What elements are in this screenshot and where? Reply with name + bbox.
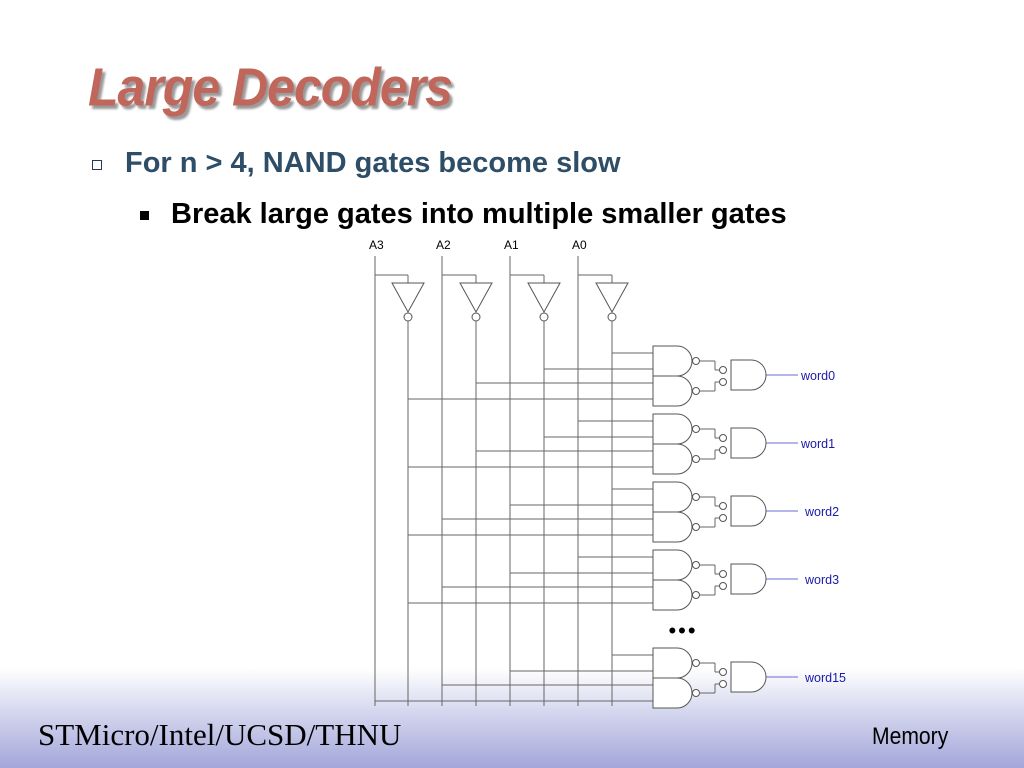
hollow-square-bullet-icon <box>92 160 102 170</box>
and-input-bubble <box>719 366 727 374</box>
inverter-gate <box>527 282 561 314</box>
nand-bubble <box>692 591 700 599</box>
word-output-label: word1 <box>800 437 835 451</box>
and-input-bubble <box>719 502 727 510</box>
inverter-gate <box>459 282 493 314</box>
word-output-label: word2 <box>804 505 839 519</box>
inverter-bubble <box>607 312 617 322</box>
decoder-labels: A3 A2 A1 A0 word0 word1 word2 word3 word15 ••• <box>369 238 846 685</box>
bullet-level1-text: For n > 4, NAND gates become slow <box>125 146 621 179</box>
and-input-bubble <box>719 680 727 688</box>
and-gate <box>730 563 767 595</box>
inverter-gate <box>595 282 629 314</box>
word-output-label: word3 <box>804 573 839 587</box>
nand-gate <box>652 345 693 377</box>
input-label-a0: A0 <box>572 238 587 252</box>
and-gate <box>730 359 767 391</box>
nand-bubble <box>692 561 700 569</box>
decoder-gates <box>391 282 767 709</box>
nand-gate <box>652 511 693 543</box>
nand-gate <box>652 443 693 475</box>
word-output-label: word0 <box>800 369 835 383</box>
bullet-level2-text: Break large gates into multiple smaller … <box>171 197 787 230</box>
bullet-level1: For n > 4, NAND gates become slow <box>92 146 621 180</box>
nand-bubble <box>692 455 700 463</box>
nand-gate <box>652 549 693 581</box>
inverter-bubble <box>539 312 549 322</box>
nand-gate <box>652 579 693 611</box>
nand-gate <box>652 647 693 679</box>
and-input-bubble <box>719 582 727 590</box>
nand-bubble <box>692 493 700 501</box>
nand-bubble <box>692 425 700 433</box>
filled-square-bullet-icon <box>140 210 149 220</box>
nand-bubble <box>692 659 700 667</box>
nand-bubble <box>692 689 700 697</box>
input-label-a1: A1 <box>504 238 519 252</box>
and-gate <box>730 661 767 693</box>
nand-bubble <box>692 387 700 395</box>
and-input-bubble <box>719 514 727 522</box>
input-label-a2: A2 <box>436 238 451 252</box>
bullet-level2: Break large gates into multiple smaller … <box>140 197 787 231</box>
and-input-bubble <box>719 378 727 386</box>
and-input-bubble <box>719 570 727 578</box>
inverter-gate <box>391 282 425 314</box>
and-input-bubble <box>719 434 727 442</box>
decoder-wires <box>374 256 798 706</box>
and-gate <box>730 427 767 459</box>
inverter-bubble <box>471 312 481 322</box>
and-gate <box>730 495 767 527</box>
nand-gate <box>652 677 693 709</box>
nand-bubble <box>692 357 700 365</box>
input-label-a3: A3 <box>369 238 384 252</box>
nand-bubble <box>692 523 700 531</box>
ellipsis-dots: ••• <box>668 618 697 643</box>
slide-title: Large Decoders <box>88 57 453 118</box>
and-input-bubble <box>719 446 727 454</box>
footer-affiliation: STMicro/Intel/UCSD/THNU <box>38 717 402 752</box>
nand-gate <box>652 481 693 513</box>
nand-gate <box>652 413 693 445</box>
footer-topic: Memory <box>872 723 949 750</box>
nand-gate <box>652 375 693 407</box>
word-output-label: word15 <box>804 671 846 685</box>
and-input-bubble <box>719 668 727 676</box>
inverter-bubble <box>403 312 413 322</box>
